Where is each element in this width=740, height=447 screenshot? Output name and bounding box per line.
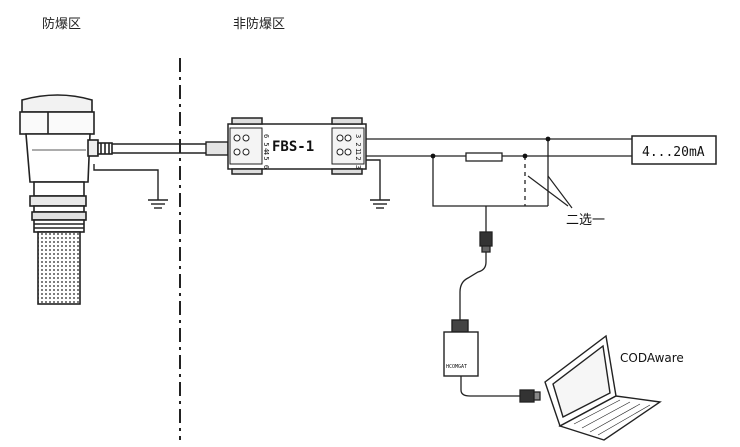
barrier-terminals-right-top: 3 2 1 xyxy=(354,134,362,155)
barrier-terminals-left-top: 6 5 4 xyxy=(262,134,270,155)
barrier-fbs1 xyxy=(227,117,367,175)
barrier-terminals-right-bottom: 1 2 3 xyxy=(354,148,362,169)
selector-leaders xyxy=(527,175,573,209)
laptop xyxy=(544,334,662,441)
ground-symbol-barrier xyxy=(366,159,390,209)
modem-label: HCOMGAT xyxy=(446,364,467,370)
signal-lines xyxy=(366,138,632,207)
hart-connector xyxy=(459,206,493,326)
usb-cable xyxy=(460,376,541,403)
output-label: 4...20mA xyxy=(642,145,705,160)
field-cable xyxy=(112,141,229,156)
output-box xyxy=(631,135,717,165)
safe-zone-label: 非防爆区 xyxy=(233,17,286,32)
junction-dots xyxy=(430,136,551,159)
hart-modem xyxy=(443,319,479,377)
barrier-name: FBS-1 xyxy=(272,139,314,155)
ground-symbol-transmitter xyxy=(93,164,168,209)
software-label: CODAware xyxy=(620,351,684,365)
level-transmitter xyxy=(19,94,113,305)
barrier-terminals-left-bottom: 4 5 6 xyxy=(262,148,270,169)
hazardous-zone-label: 防爆区 xyxy=(42,17,82,32)
selector-label: 二选一 xyxy=(566,213,605,228)
